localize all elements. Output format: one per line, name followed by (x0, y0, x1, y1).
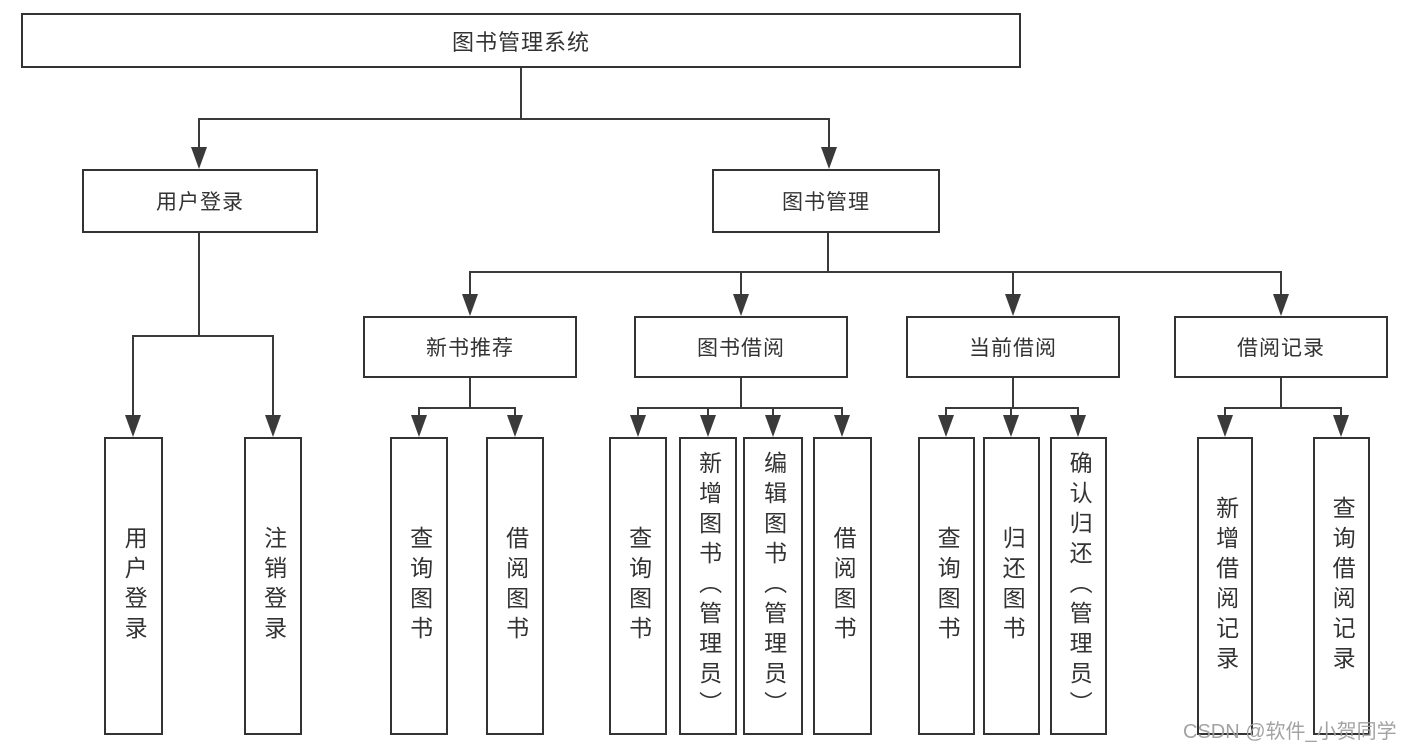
node-borrow-records-label: 借阅记录 (1237, 337, 1325, 360)
node-book-management-label: 图书管理 (782, 191, 870, 214)
connector-line (1280, 271, 1282, 296)
leaf-user-login: 用户登录 (104, 437, 163, 735)
leaf-query-books-current: 查询图书 (918, 437, 975, 735)
leaf-logout-label: 注销登录 (260, 526, 287, 646)
leaf-add-borrow-record-label: 新增借阅记录 (1212, 496, 1239, 676)
leaf-edit-books-admin: 编辑图书（管理员） (743, 437, 803, 735)
connector-line (637, 407, 639, 417)
connector-line (827, 233, 829, 272)
leaf-add-books-admin: 新增图书（管理员） (679, 437, 737, 735)
connector-line (945, 407, 1079, 409)
leaf-return-books: 归还图书 (983, 437, 1040, 735)
leaf-add-borrow-record: 新增借阅记录 (1197, 437, 1253, 735)
connector-line (637, 407, 843, 409)
leaf-query-borrow-record-label: 查询借阅记录 (1329, 496, 1356, 676)
arrow-down-icon (507, 415, 523, 437)
node-book-borrow-label: 图书借阅 (697, 337, 785, 360)
arrow-down-icon (411, 415, 427, 437)
leaf-confirm-return-admin-label: 确认归还（管理员） (1066, 451, 1093, 721)
connector-line (1340, 407, 1342, 417)
leaf-add-books-admin-label: 新增图书（管理员） (695, 451, 722, 721)
node-current-borrow-label: 当前借阅 (969, 337, 1057, 360)
connector-line (841, 407, 843, 417)
connector-line (772, 407, 774, 417)
arrow-down-icon (462, 294, 478, 316)
leaf-user-login-label: 用户登录 (121, 526, 148, 646)
arrow-down-icon (765, 415, 781, 437)
leaf-borrow-books-recommend: 借阅图书 (486, 437, 544, 735)
node-current-borrow: 当前借阅 (906, 316, 1120, 378)
connector-line (418, 407, 516, 409)
connector-line (1280, 378, 1282, 408)
leaf-logout: 注销登录 (244, 437, 302, 735)
arrow-down-icon (1217, 415, 1233, 437)
connector-line (707, 407, 709, 417)
arrow-down-icon (834, 415, 850, 437)
connector-line (740, 271, 742, 296)
connector-line (198, 118, 830, 120)
connector-line (198, 233, 200, 336)
arrow-down-icon (630, 415, 646, 437)
connector-line (1224, 407, 1226, 417)
node-book-borrow: 图书借阅 (634, 316, 848, 378)
connector-line (469, 271, 471, 296)
node-new-book-recommend: 新书推荐 (363, 316, 577, 378)
connector-line (1012, 271, 1014, 296)
arrow-down-icon (1003, 415, 1019, 437)
node-root: 图书管理系统 (21, 13, 1021, 68)
connector-line (469, 271, 1282, 273)
arrow-down-icon (733, 294, 749, 316)
node-borrow-records: 借阅记录 (1174, 316, 1388, 378)
connector-line (1224, 407, 1342, 409)
connector-line (1077, 407, 1079, 417)
leaf-borrow-books-label: 借阅图书 (830, 526, 857, 646)
connector-line (945, 407, 947, 417)
connector-line (514, 407, 516, 417)
arrow-down-icon (700, 415, 716, 437)
arrow-down-icon (1273, 294, 1289, 316)
connector-line (132, 335, 274, 337)
leaf-query-books-current-label: 查询图书 (934, 526, 961, 646)
arrow-down-icon (1005, 294, 1021, 316)
connector-line (469, 378, 471, 408)
leaf-query-books-borrow: 查询图书 (609, 437, 667, 735)
leaf-confirm-return-admin: 确认归还（管理员） (1050, 437, 1107, 735)
leaf-query-borrow-record: 查询借阅记录 (1313, 437, 1370, 735)
arrow-down-icon (821, 147, 837, 169)
node-book-management: 图书管理 (712, 169, 940, 233)
connector-line (740, 378, 742, 408)
arrow-down-icon (191, 147, 207, 169)
leaf-edit-books-admin-label: 编辑图书（管理员） (760, 451, 787, 721)
leaf-return-books-label: 归还图书 (999, 526, 1026, 646)
arrow-down-icon (938, 415, 954, 437)
node-new-book-recommend-label: 新书推荐 (426, 337, 514, 360)
connector-line (272, 335, 274, 417)
arrow-down-icon (1333, 415, 1349, 437)
arrow-down-icon (265, 415, 281, 437)
leaf-query-books-recommend-label: 查询图书 (406, 526, 433, 646)
connector-line (132, 335, 134, 417)
node-user-login: 用户登录 (82, 169, 318, 233)
node-root-label: 图书管理系统 (451, 29, 590, 55)
connector-line (1010, 407, 1012, 417)
arrow-down-icon (1070, 415, 1086, 437)
watermark: CSDN @软件_小贺同学 (1183, 721, 1397, 743)
connector-line (418, 407, 420, 417)
leaf-query-books-recommend: 查询图书 (390, 437, 448, 735)
leaf-borrow-books-recommend-label: 借阅图书 (502, 526, 529, 646)
node-user-login-label: 用户登录 (156, 191, 244, 214)
leaf-borrow-books: 借阅图书 (813, 437, 872, 735)
connector-line (828, 118, 830, 149)
connector-line (520, 68, 522, 119)
connector-line (1012, 378, 1014, 408)
leaf-query-books-borrow-label: 查询图书 (625, 526, 652, 646)
arrow-down-icon (125, 415, 141, 437)
connector-line (198, 118, 200, 149)
